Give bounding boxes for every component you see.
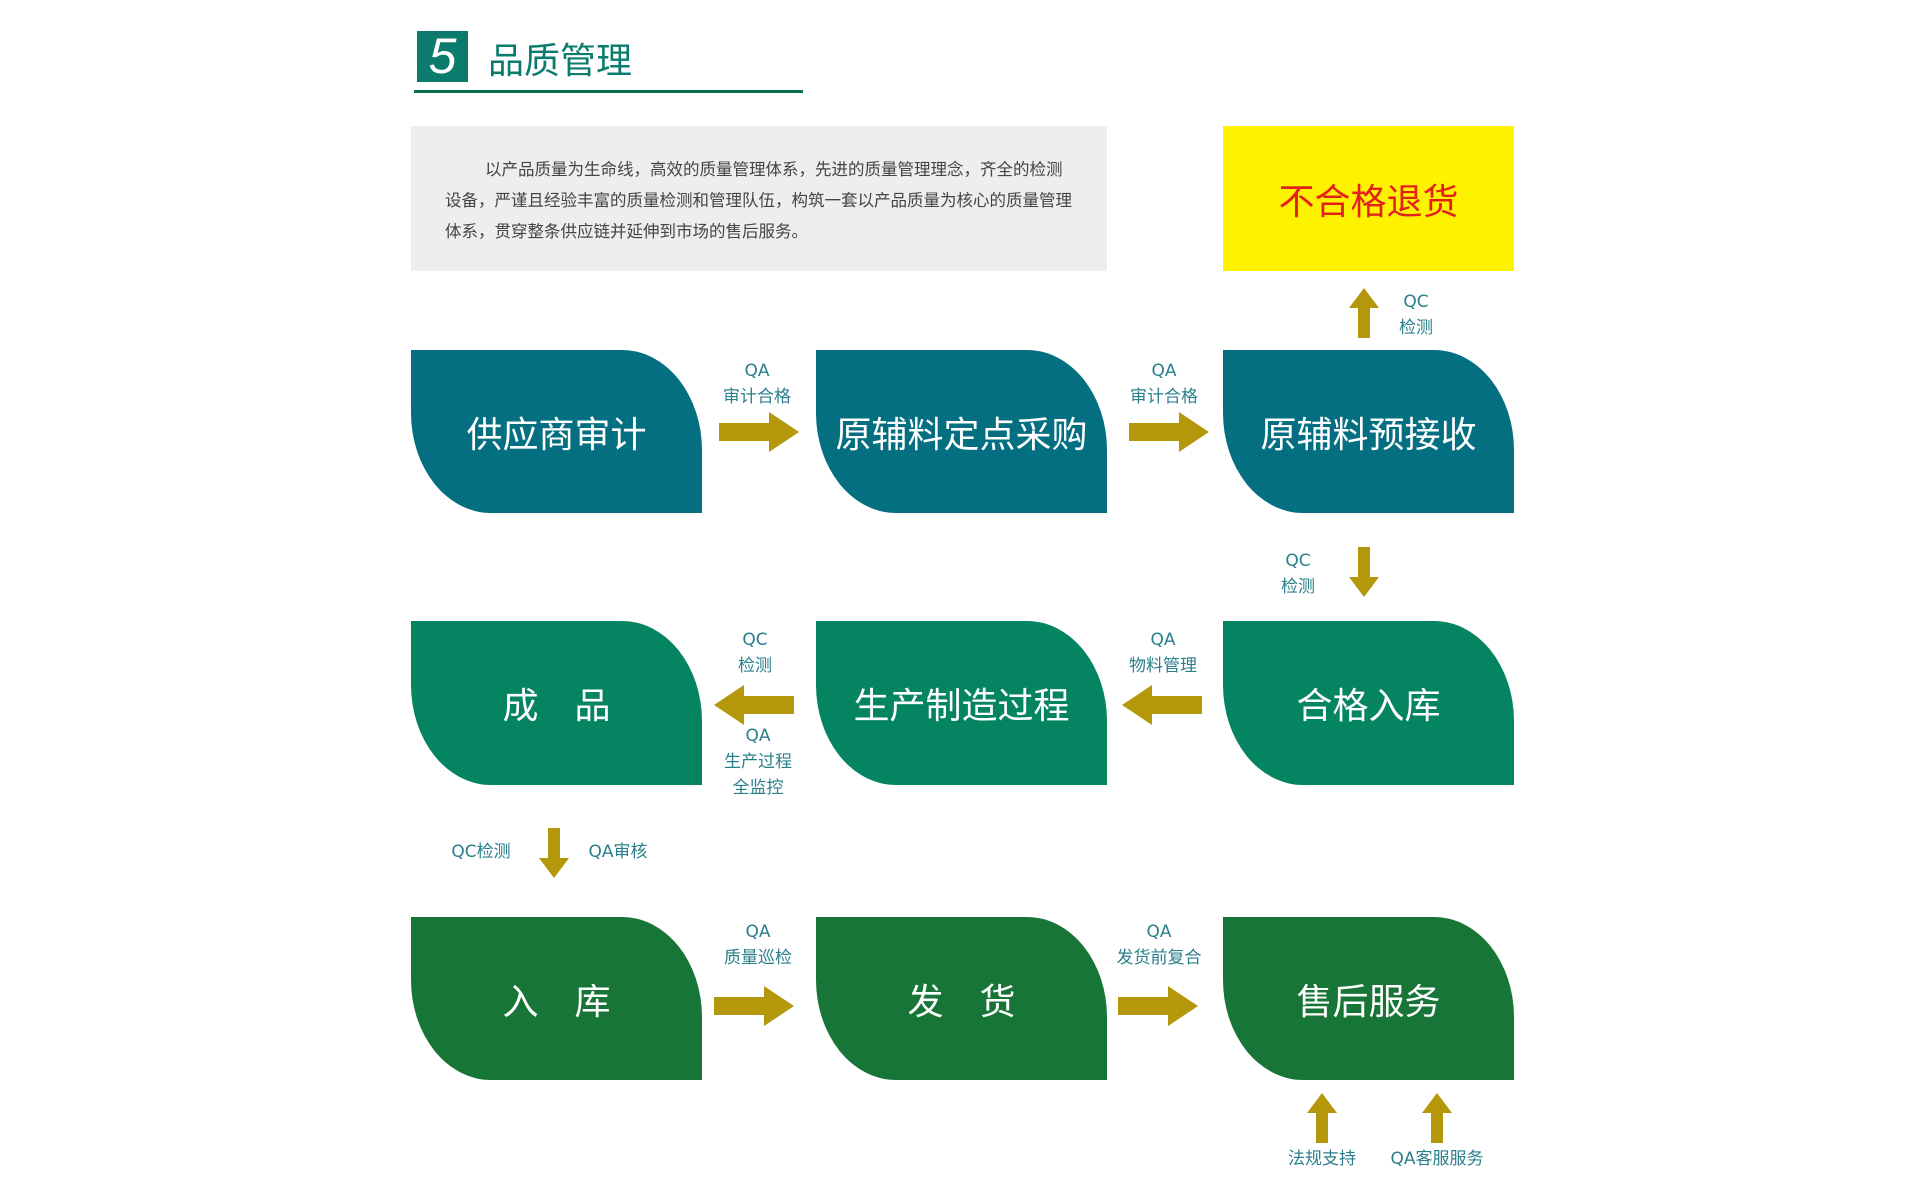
arrow-up-icon xyxy=(1422,1093,1452,1143)
step-shipping: 发 货 xyxy=(816,917,1107,1080)
arrow-right-icon xyxy=(1129,412,1209,452)
label-qa-preship: QA 发货前复合 xyxy=(1116,922,1202,968)
step-pre-receive: 原辅料预接收 xyxy=(1223,350,1514,513)
title-underline xyxy=(414,90,803,93)
step-supplier-audit: 供应商审计 xyxy=(411,350,702,513)
label-qa-audit-2: QA 审计合格 xyxy=(1130,361,1198,407)
arrow-right-icon xyxy=(714,986,794,1026)
label-legal-support: 法规支持 xyxy=(1288,1149,1356,1169)
step-qualified-storage: 合格入库 xyxy=(1223,621,1514,785)
label-qc-finished: QC 检测 xyxy=(738,630,772,676)
step-finished-product: 成 品 xyxy=(411,621,702,785)
arrow-up-icon xyxy=(1349,288,1379,338)
label-qa-review: QA审核 xyxy=(588,842,648,862)
section-number: 5 xyxy=(417,31,468,82)
step-manufacturing: 生产制造过程 xyxy=(816,621,1107,785)
arrow-right-icon xyxy=(719,412,799,452)
arrow-down-icon xyxy=(539,828,569,878)
label-qa-process: QA 生产过程 全监控 xyxy=(724,726,792,798)
label-qc-check: QC检测 xyxy=(451,842,511,862)
arrow-down-icon xyxy=(1349,547,1379,597)
label-qa-patrol: QA 质量巡检 xyxy=(724,922,792,968)
label-qc-up: QC 检测 xyxy=(1399,292,1433,338)
arrow-left-icon xyxy=(1122,685,1202,725)
section-title: 品质管理 xyxy=(488,41,633,82)
label-qc-down: QC 检测 xyxy=(1281,551,1315,597)
arrow-left-icon xyxy=(714,685,794,725)
intro-text: 以产品质量为生命线，高效的质量管理体系，先进的质量管理理念，齐全的检测设备，严谨… xyxy=(411,126,1107,271)
label-qa-customer-service: QA客服服务 xyxy=(1390,1149,1484,1169)
label-qa-audit-1: QA 审计合格 xyxy=(723,361,791,407)
step-after-sales: 售后服务 xyxy=(1223,917,1514,1080)
arrow-up-icon xyxy=(1307,1093,1337,1143)
step-fixed-purchase: 原辅料定点采购 xyxy=(816,350,1107,513)
label-qa-material: QA 物料管理 xyxy=(1129,630,1197,676)
reject-return-box: 不合格退货 xyxy=(1223,126,1514,271)
arrow-right-icon xyxy=(1118,986,1198,1026)
step-warehousing: 入 库 xyxy=(411,917,702,1080)
